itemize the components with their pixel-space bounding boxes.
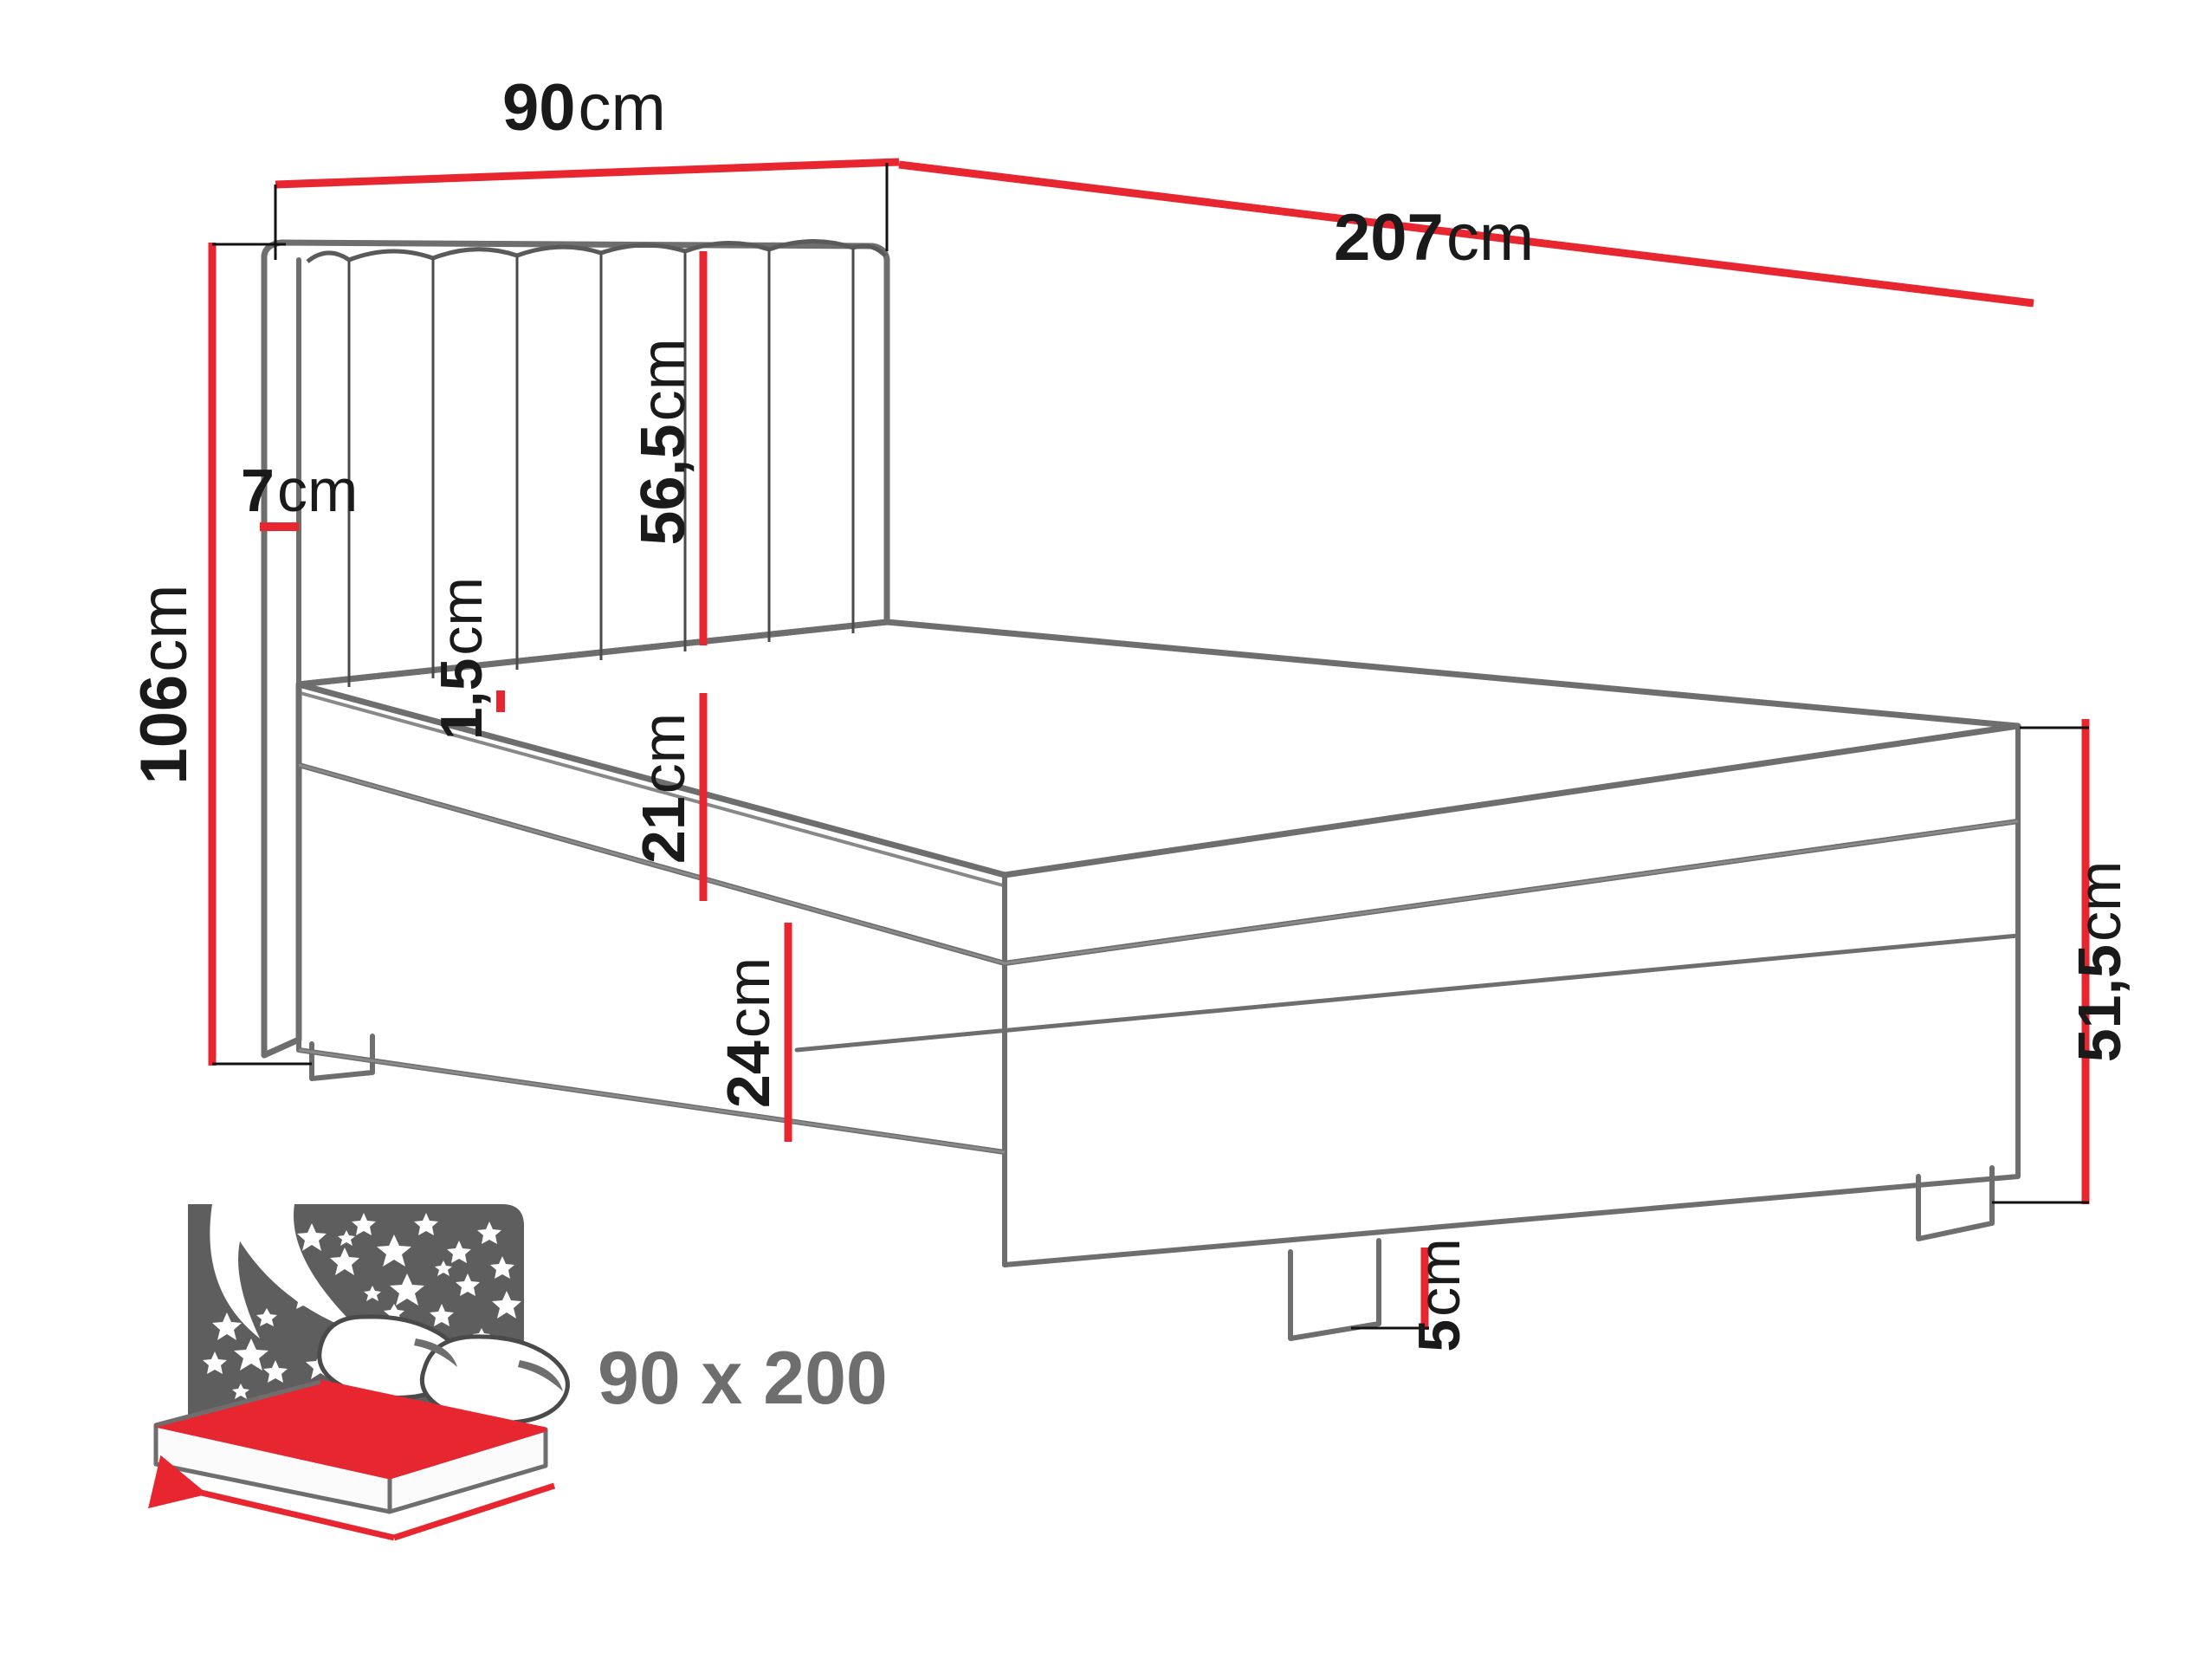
moon-icon-2 (221, 1204, 364, 1334)
svg-text:51,5cm: 51,5cm (2066, 861, 2133, 1063)
dim-5-unit: cm (1407, 1238, 1472, 1317)
svg-text:207cm: 207cm (1334, 201, 1534, 275)
dimension-label-565cm: 56,5cm (629, 338, 698, 545)
base-band-split (794, 933, 2021, 1053)
base-inner-line-front (298, 1048, 1006, 1154)
back-right-leg (1916, 1165, 1995, 1241)
dimension-label-24cm: 24cm (715, 957, 782, 1108)
dim-24-unit: cm (715, 957, 782, 1038)
dim-515-num: 51,5 (2066, 944, 2133, 1062)
svg-text:1,5cm: 1,5cm (429, 577, 495, 740)
svg-text:90cm: 90cm (502, 71, 666, 145)
mattress-top-red (156, 1382, 546, 1477)
dimline-207cm (898, 160, 2034, 308)
moon-icon (210, 1204, 260, 1338)
dim-7-unit: cm (277, 457, 358, 524)
dim-15-unit: cm (429, 577, 495, 656)
dimension-lines-red (208, 158, 2090, 1330)
svg-text:21cm: 21cm (630, 713, 697, 864)
dim-207-unit: cm (1446, 201, 1534, 275)
dim-90-unit: cm (579, 71, 666, 145)
topper-edge-line (299, 691, 1005, 887)
pillow-creases (414, 1338, 563, 1391)
stars-decoration (203, 1211, 528, 1416)
extension-lines (212, 163, 2089, 1330)
dim-15-num: 1,5 (429, 658, 495, 741)
mattress-inner-line-right (1004, 820, 2019, 965)
svg-text:5cm: 5cm (1407, 1238, 1472, 1351)
front-right-leg (1288, 1238, 1381, 1341)
dimension-label-15cm: 1,5cm (429, 577, 495, 740)
dimline-90cm (275, 158, 900, 189)
bed-interior-lines (298, 763, 2019, 1154)
headboard-channel-lines (347, 248, 855, 687)
dim-5-num: 5 (1407, 1319, 1472, 1352)
dim-207-num: 207 (1334, 201, 1444, 275)
dim-515-unit: cm (2066, 861, 2133, 942)
mattress-size-label: 90 x 200 (598, 1337, 888, 1420)
mattress-box-icon (153, 1379, 548, 1514)
dimension-label-7cm: 7cm (241, 457, 358, 524)
mattress-width-arrow (148, 1455, 556, 1541)
dim-24-num: 24 (715, 1040, 782, 1108)
dim-7-num: 7 (241, 457, 275, 524)
dim-565-unit: cm (629, 338, 698, 421)
mattress-inner-line (298, 763, 1006, 965)
dimension-label-106cm: 106cm (127, 584, 201, 784)
dimension-label-207cm: 207cm (1334, 201, 1534, 275)
dim-90-num: 90 (502, 71, 576, 145)
headboard-leg (309, 1034, 375, 1081)
dim-21-unit: cm (630, 713, 697, 794)
svg-text:56,5cm: 56,5cm (629, 338, 698, 545)
dimension-label-21cm: 21cm (630, 713, 697, 864)
svg-text:24cm: 24cm (715, 957, 782, 1108)
dim-565-num: 56,5 (629, 424, 698, 545)
headboard-channel-caps (306, 238, 887, 263)
dim-106-num: 106 (127, 675, 201, 785)
dimension-label-515cm: 51,5cm (2066, 861, 2133, 1063)
svg-text:7cm: 7cm (241, 457, 358, 524)
dim-106-unit: cm (127, 584, 201, 671)
svg-text:106cm: 106cm (127, 584, 201, 784)
dimension-label-90cm: 90cm (502, 71, 666, 145)
dim-21-num: 21 (630, 796, 697, 864)
dimension-label-5cm: 5cm (1407, 1238, 1472, 1351)
